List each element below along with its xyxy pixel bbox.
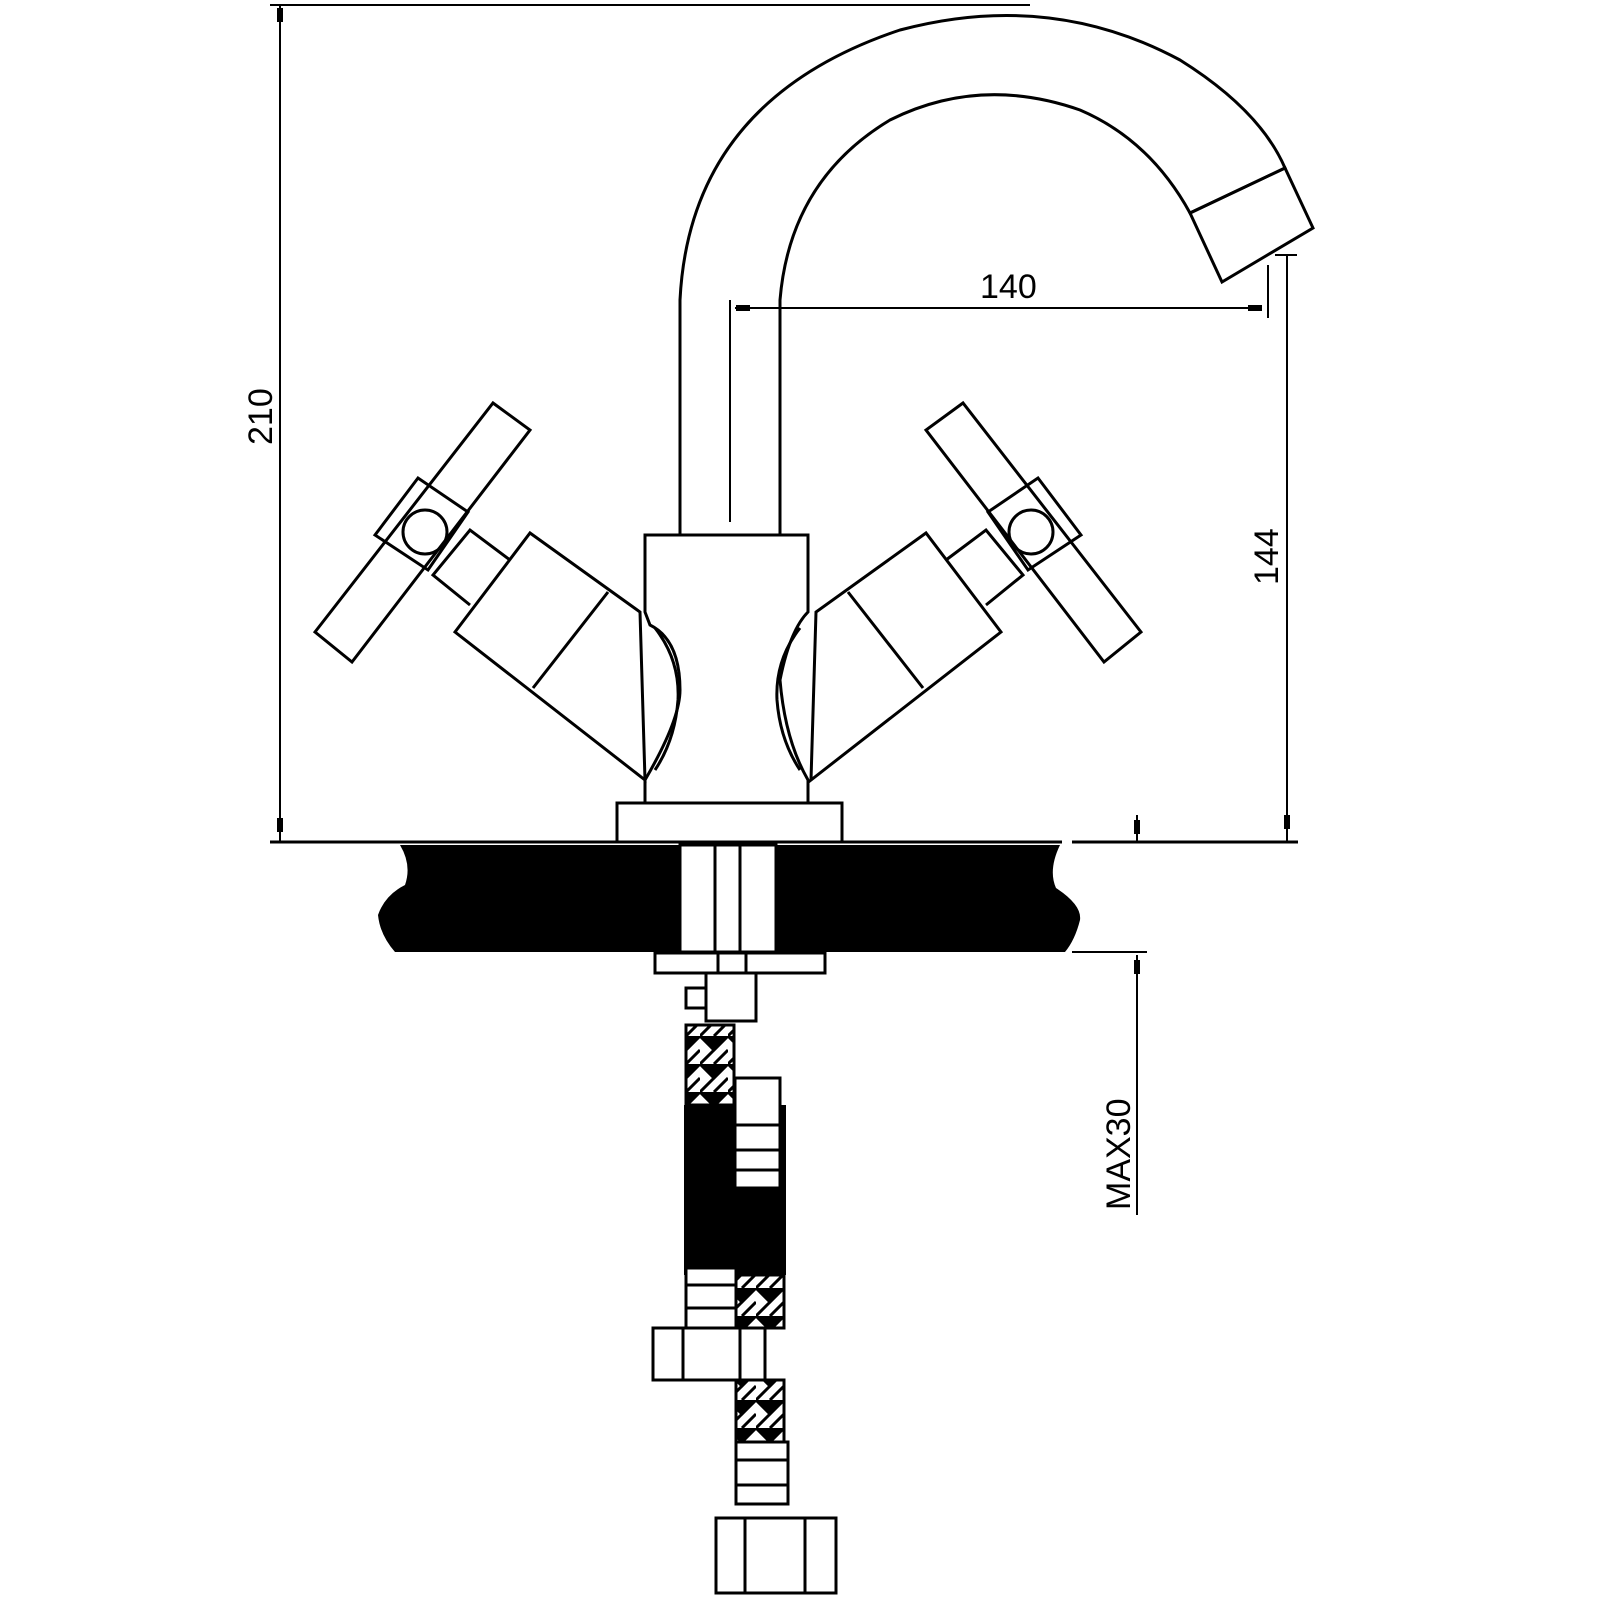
dim-label-140: 140 xyxy=(980,268,1037,306)
valve-body xyxy=(643,533,810,803)
dimension-210: 210 xyxy=(242,4,1030,842)
dimension-144: 144 xyxy=(1248,254,1297,842)
spout-aerator xyxy=(1188,165,1315,285)
dimension-max30: MAX30 xyxy=(1072,815,1147,1215)
dim-label-max30: MAX30 xyxy=(1100,1099,1138,1211)
dimension-140: 140 xyxy=(735,265,1269,318)
threaded-rod xyxy=(704,971,758,1023)
hose-right xyxy=(714,1273,838,1595)
dim-label-144: 144 xyxy=(1248,528,1286,585)
hex-nut-left xyxy=(651,1326,767,1382)
right-cross-handle[interactable] xyxy=(809,400,1144,784)
dim-label-210: 210 xyxy=(242,388,280,445)
spout xyxy=(678,14,1287,537)
left-cross-handle[interactable] xyxy=(312,400,647,784)
mounting-shank xyxy=(678,843,778,954)
base-plate xyxy=(615,801,844,844)
hex-nut-right xyxy=(714,1516,838,1595)
under-counter-fittings xyxy=(653,951,827,1023)
